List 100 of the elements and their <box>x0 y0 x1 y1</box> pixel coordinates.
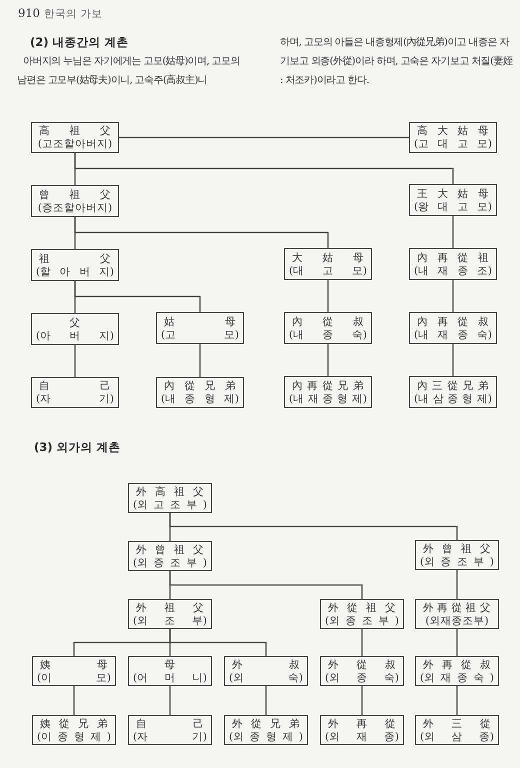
hanja-term: 姑 母 <box>164 316 236 328</box>
kinship-box <box>31 249 119 281</box>
hangul-reading: (왕 대 고 모) <box>414 200 492 212</box>
hangul-reading: (할 아 버 지) <box>36 266 114 278</box>
hangul-reading: (자 기) <box>36 393 114 405</box>
kinship-box <box>284 248 372 280</box>
section-heading: (2) 내종간의 계촌 <box>30 35 129 50</box>
kinship-box <box>128 656 212 686</box>
kinship-box <box>409 122 497 153</box>
connector-line <box>74 217 329 248</box>
hanja-term: 外 高 祖 父 <box>136 486 204 498</box>
kinship-box <box>415 656 499 686</box>
hangul-reading: (외재종조부) <box>424 614 490 626</box>
kinship-box <box>31 122 119 153</box>
hangul-reading: (아 버 지) <box>36 330 114 342</box>
connector-line <box>452 344 454 376</box>
kinship-box <box>31 185 119 217</box>
hangul-reading: (고 모) <box>161 328 239 340</box>
kinship-box <box>320 715 404 745</box>
kinship-box <box>32 715 116 745</box>
kinship-box <box>224 715 308 745</box>
hangul-reading: (내 재 종 숙) <box>414 328 492 340</box>
kinship-box <box>284 312 372 344</box>
hangul-reading: (외 조 부) <box>133 614 207 626</box>
kinship-box <box>31 377 119 408</box>
hangul-reading: (이 모) <box>37 672 111 684</box>
kinship-box <box>156 312 244 344</box>
hanja-term: 外 再 從 祖 父 <box>423 602 491 614</box>
kinship-box <box>415 599 499 629</box>
connector-line <box>361 629 363 656</box>
hangul-reading: (외 종 조 부 ) <box>325 614 399 626</box>
connector-line <box>169 686 171 715</box>
kinship-box <box>409 312 497 344</box>
hangul-reading: (증조할아버지) <box>36 202 114 214</box>
hangul-reading: (외 종 형 제 ) <box>229 730 303 742</box>
hanja-term: 高 祖 父 <box>39 125 111 137</box>
section-heading: (3) 외가의 계촌 <box>34 440 121 455</box>
hanja-term: 曾 祖 父 <box>39 188 111 200</box>
hanja-term: 母 <box>164 658 176 670</box>
connector-line <box>361 686 363 715</box>
connector-line <box>327 280 329 312</box>
body-paragraph: 아버지의 누님은 자기에게는 고모(姑母)이며, 고모의 남편은 고모부(姑母夫)이니, 고숙주(高叔主)니 <box>17 55 241 88</box>
hanja-term: 外 祖 父 <box>136 602 204 614</box>
hangul-reading: (외 증 조 부 ) <box>133 556 207 568</box>
kinship-box <box>409 248 497 280</box>
hanja-term: 外 再 從 <box>328 718 396 730</box>
connector-line <box>169 513 458 540</box>
hanja-term: 外 三 從 <box>423 718 491 730</box>
kinship-box <box>32 656 116 686</box>
kinship-box <box>128 541 212 571</box>
hanja-term: 自 己 <box>39 380 111 392</box>
hangul-reading: (외 삼 종) <box>420 730 494 742</box>
running-head: 한국의 가보 <box>44 7 102 21</box>
kinship-box <box>128 483 212 513</box>
connector-line <box>452 280 454 312</box>
hanja-term: 祖 父 <box>39 252 111 264</box>
hangul-reading: (내 종 숙) <box>289 328 367 340</box>
kinship-box <box>284 376 372 408</box>
hanja-term: 內 從 兄 弟 <box>164 380 236 392</box>
kinship-box <box>224 656 308 686</box>
kinship-box <box>156 377 244 408</box>
hanja-term: 姨 從 兄 弟 <box>40 718 108 730</box>
hangul-reading: (자 기) <box>133 730 207 742</box>
hanja-term: 內 三 從 兄 弟 <box>417 380 489 392</box>
hangul-reading: (외 숙) <box>229 672 303 684</box>
hanja-term: 姨 母 <box>40 658 108 670</box>
hanja-term: 內 再 從 叔 <box>417 316 489 328</box>
hanja-term: 高 大 姑 母 <box>417 125 489 137</box>
hangul-reading: (외 종 숙) <box>325 672 399 684</box>
hanja-term: 外 再 從 叔 <box>423 658 491 670</box>
hangul-reading: (이 종 형 제 ) <box>37 730 111 742</box>
hangul-reading: (외 재 종 숙 ) <box>420 672 494 684</box>
body-paragraph: 하며, 고모의 아들은 내종형제(內從兄弟)이고 내종은 자기보고 외종(外從)이라 하며, 고숙은 자기보고 처질(妻姪 : 처조카)이라고 한다. <box>280 36 514 88</box>
connector-line <box>456 686 458 715</box>
hanja-term: 內 再 從 兄 弟 <box>292 380 364 392</box>
kinship-box <box>320 656 404 686</box>
hanja-term: 外 叔 <box>232 658 300 670</box>
hangul-reading: (외 증 조 부 ) <box>420 556 494 568</box>
kinship-box <box>409 184 497 216</box>
kinship-box <box>320 599 404 629</box>
kinship-box <box>415 540 499 570</box>
connector-line <box>74 281 201 312</box>
hangul-reading: (고 대 고 모) <box>414 138 492 150</box>
hangul-reading: (내 재 종 조) <box>414 264 492 276</box>
hanja-term: 自 己 <box>136 718 204 730</box>
kinship-box <box>409 376 497 408</box>
hangul-reading: (어 머 니) <box>133 672 207 684</box>
connector-line <box>169 629 267 656</box>
connector-line <box>119 136 409 138</box>
connector-line <box>74 153 454 184</box>
hanja-term: 外 曾 祖 父 <box>136 544 204 556</box>
hanja-term: 外 從 兄 弟 <box>232 718 300 730</box>
hangul-reading: (내 재 종 형 제) <box>289 392 367 404</box>
kinship-box <box>128 599 212 629</box>
connector-line <box>456 629 458 656</box>
connector-line <box>74 345 76 377</box>
connector-line <box>452 216 454 248</box>
hanja-term: 外 曾 祖 父 <box>423 542 491 554</box>
hanja-term: 王 大 姑 母 <box>417 188 489 200</box>
connector-line <box>265 686 267 715</box>
